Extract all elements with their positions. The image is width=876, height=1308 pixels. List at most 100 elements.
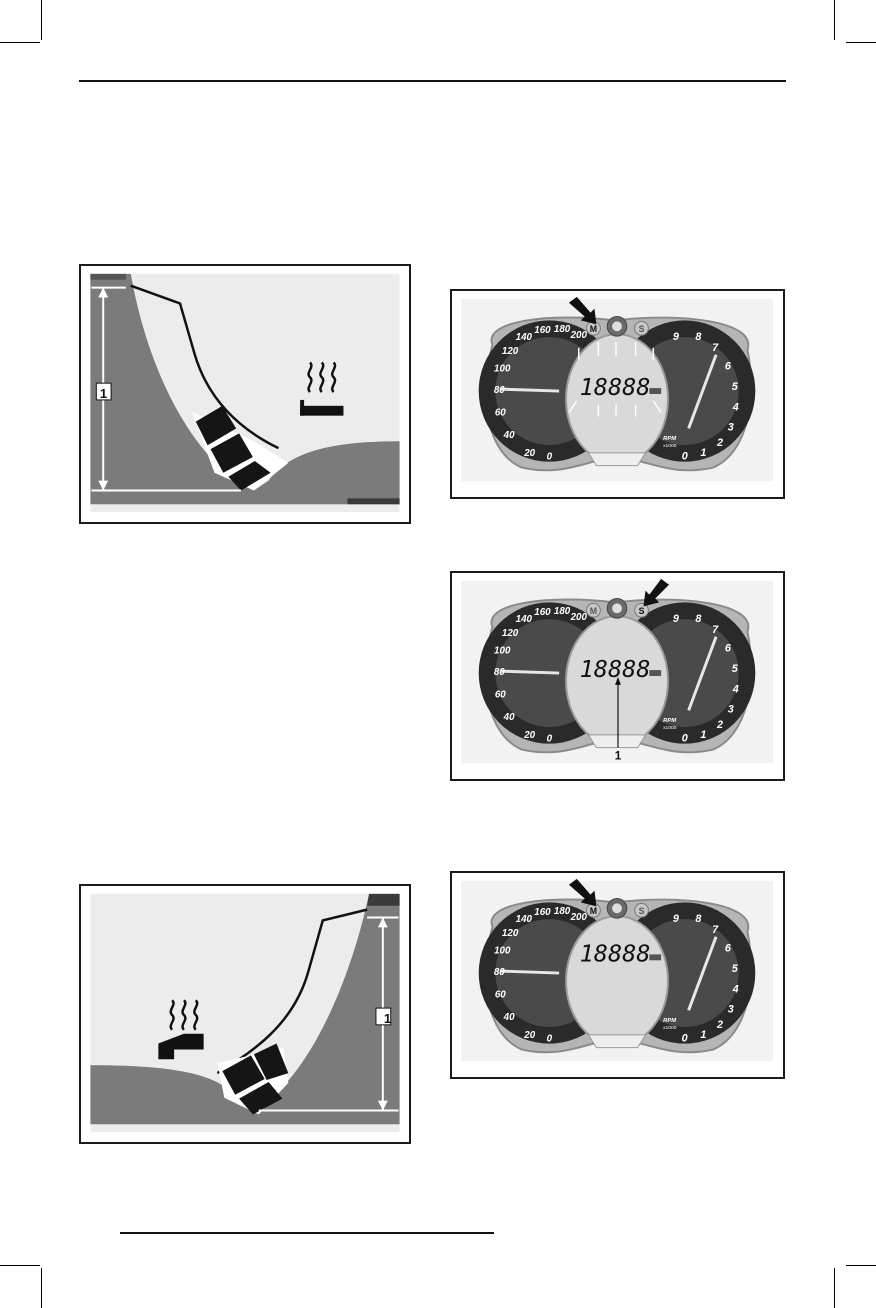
svg-text:2: 2 — [716, 719, 723, 731]
svg-text:18888: 18888 — [580, 939, 651, 967]
svg-text:2: 2 — [716, 1019, 723, 1031]
crop-mark — [846, 42, 876, 43]
svg-text:RPM: RPM — [663, 718, 676, 724]
svg-text:160: 160 — [534, 607, 551, 618]
svg-text:9: 9 — [673, 613, 679, 625]
svg-text:1: 1 — [700, 729, 706, 741]
svg-text:120: 120 — [502, 628, 519, 639]
svg-text:180: 180 — [554, 606, 571, 617]
speed-tick-120: 120 — [502, 346, 519, 357]
svg-text:RPM: RPM — [663, 436, 676, 442]
arrow-icon — [568, 878, 597, 907]
gauge-cluster-mode-figure-2: 0 20 40 60 80 100 120 140 160 180 200 0 … — [450, 871, 785, 1079]
svg-text:60: 60 — [495, 990, 506, 1001]
svg-text:3: 3 — [728, 421, 734, 433]
level-bars — [195, 405, 271, 491]
speed-tick-40: 40 — [503, 430, 515, 441]
crop-mark — [0, 42, 40, 43]
arrow-icon — [568, 296, 597, 325]
svg-text:8: 8 — [695, 331, 701, 343]
crop-mark — [834, 0, 835, 40]
svg-text:3: 3 — [728, 703, 734, 715]
heat-icon — [307, 361, 337, 393]
svg-text:4: 4 — [732, 402, 739, 414]
svg-text:4: 4 — [732, 684, 739, 696]
svg-text:x1000: x1000 — [663, 1025, 677, 1031]
svg-text:80: 80 — [494, 667, 505, 678]
speed-tick-200: 200 — [570, 330, 588, 341]
speed-tick-140: 140 — [516, 332, 533, 343]
svg-text:6: 6 — [725, 942, 732, 954]
speed-tick-80: 80 — [494, 385, 505, 396]
svg-text:60: 60 — [495, 690, 506, 701]
svg-text:9: 9 — [673, 331, 679, 343]
svg-text:7: 7 — [712, 924, 719, 936]
svg-text:40: 40 — [503, 712, 515, 723]
svg-text:80: 80 — [494, 967, 505, 978]
svg-text:x1000: x1000 — [663, 725, 677, 731]
svg-text:200: 200 — [570, 612, 588, 623]
svg-text:7: 7 — [712, 624, 719, 636]
svg-text:20: 20 — [523, 730, 535, 741]
callout-1: 1 — [615, 749, 622, 762]
gauge-cluster-set-figure: 0 20 40 60 80 100 120 140 160 180 200 0 … — [450, 571, 785, 781]
svg-text:8: 8 — [695, 913, 701, 925]
svg-text:8: 8 — [695, 613, 701, 625]
svg-text:20: 20 — [523, 1030, 535, 1041]
mode-button-label: M — [590, 324, 597, 334]
header-rule — [79, 80, 786, 82]
speed-tick-60: 60 — [495, 408, 506, 419]
svg-text:0: 0 — [547, 734, 553, 745]
crop-mark — [41, 0, 42, 40]
svg-text:0: 0 — [682, 733, 688, 745]
svg-text:S: S — [639, 906, 645, 916]
crop-mark — [846, 1265, 876, 1266]
svg-text:1: 1 — [700, 447, 706, 459]
svg-text:5: 5 — [732, 663, 739, 675]
svg-text:3: 3 — [728, 1003, 734, 1015]
svg-text:4: 4 — [732, 984, 739, 996]
set-button-label: S — [639, 324, 645, 334]
svg-text:140: 140 — [516, 614, 533, 625]
svg-text:120: 120 — [502, 928, 519, 939]
speed-tick-0: 0 — [547, 452, 553, 463]
svg-text:40: 40 — [503, 1012, 515, 1023]
svg-text:x1000: x1000 — [663, 443, 677, 449]
svg-text:200: 200 — [570, 912, 588, 923]
heat-icon — [169, 999, 199, 1031]
svg-text:5: 5 — [732, 381, 739, 393]
svg-text:S: S — [639, 606, 645, 616]
speed-tick-180: 180 — [554, 324, 571, 335]
svg-text:180: 180 — [554, 906, 571, 917]
svg-text:0: 0 — [682, 1033, 688, 1045]
svg-text:2: 2 — [716, 437, 723, 449]
svg-text:6: 6 — [725, 360, 732, 372]
arrow-icon — [643, 578, 669, 607]
crop-mark — [834, 1268, 835, 1308]
svg-text:0: 0 — [682, 451, 688, 463]
svg-text:5: 5 — [732, 963, 739, 975]
crop-mark — [0, 1265, 40, 1266]
callout-1: 1 — [99, 386, 108, 401]
speed-tick-20: 20 — [523, 448, 535, 459]
seat-indicator-figure-partial: 1 — [79, 884, 411, 1144]
svg-text:160: 160 — [534, 907, 551, 918]
svg-text:9: 9 — [673, 913, 679, 925]
svg-text:RPM: RPM — [663, 1018, 676, 1024]
speed-tick-160: 160 — [534, 325, 551, 336]
speed-tick-100: 100 — [494, 363, 511, 374]
svg-text:M: M — [590, 906, 597, 916]
callout-1: 1 — [383, 1011, 392, 1026]
svg-text:100: 100 — [494, 645, 511, 656]
level-bars — [222, 1043, 289, 1115]
svg-text:1: 1 — [700, 1029, 706, 1041]
footer-rule — [120, 1232, 494, 1234]
seat-indicator-figure-full: 1 — [79, 264, 411, 524]
crop-mark — [41, 1268, 42, 1308]
svg-text:18888: 18888 — [580, 655, 651, 683]
display-digits: 18888 — [580, 373, 651, 401]
gauge-cluster-mode-figure: 0 20 40 60 80 100 120 140 160 180 200 0 … — [450, 289, 785, 499]
svg-text:M: M — [590, 606, 597, 616]
svg-text:0: 0 — [547, 1034, 553, 1045]
svg-text:7: 7 — [712, 342, 719, 354]
